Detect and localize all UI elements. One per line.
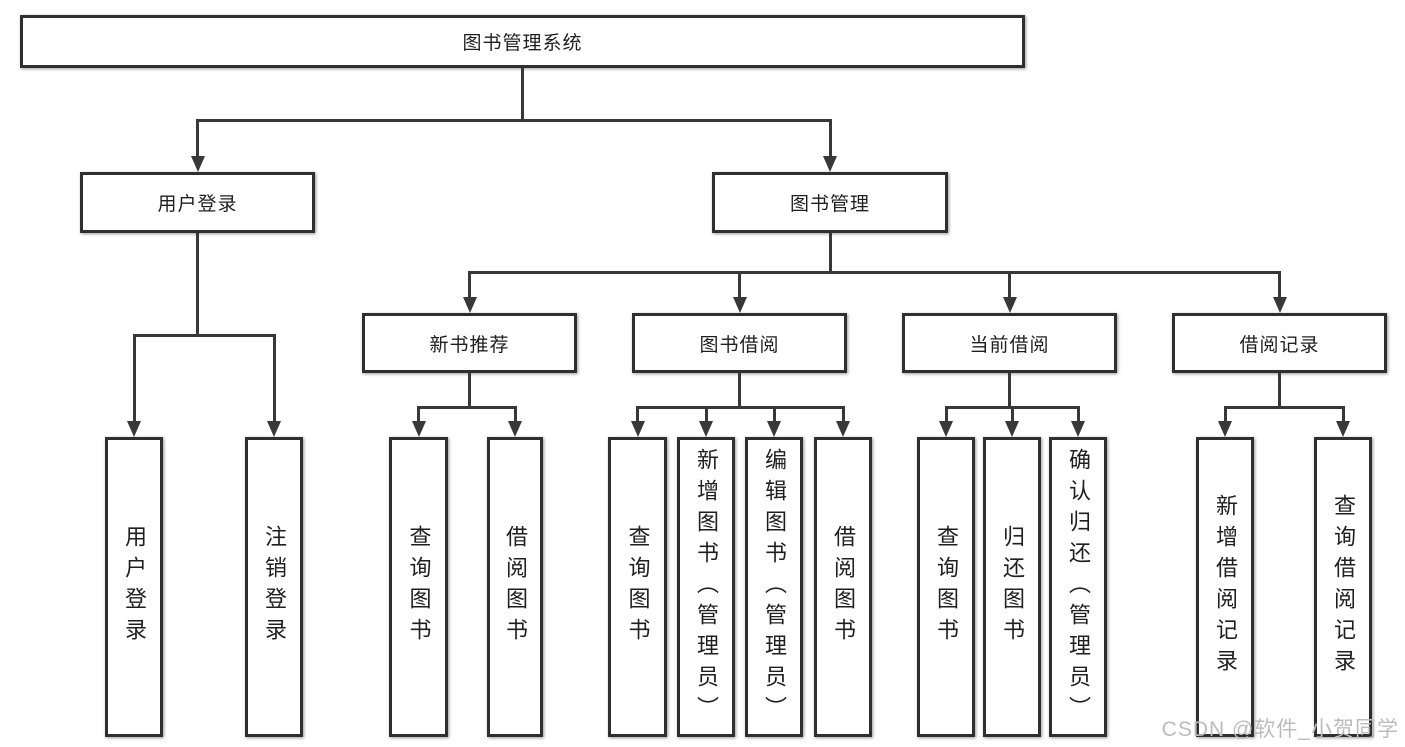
node-leaf-borrow-take: 借阅图书: [814, 437, 872, 737]
node-label-current-borrow: 当前借阅: [969, 334, 1050, 356]
connector-stub-user-login: [196, 233, 199, 335]
node-label-leaf-borrow-add: 新增图书（管理员）: [694, 447, 719, 727]
arrowhead-leaf-cur-return: [1005, 421, 1019, 437]
connector-bus-root: [196, 118, 832, 122]
connector-drop-leaf-rec-borrow: [513, 407, 517, 423]
arrowhead-leaf-cur-query: [939, 421, 953, 437]
arrowhead-book-borrow: [732, 297, 747, 313]
node-leaf-user-login: 用户登录: [105, 437, 163, 737]
arrowhead-leaf-user-login: [127, 421, 141, 437]
arrowhead-leaf-cur-confirm: [1071, 421, 1085, 437]
connector-drop-leaf-record-add: [1223, 407, 1227, 423]
connector-drop-leaf-cur-confirm: [1076, 407, 1080, 423]
node-book-mgmt: 图书管理: [712, 172, 948, 233]
node-label-leaf-logout: 注销登录: [262, 525, 287, 649]
node-label-root: 图书管理系统: [462, 33, 583, 54]
node-label-book-mgmt: 图书管理: [789, 194, 870, 215]
node-new-book-rec: 新书推荐: [362, 313, 577, 373]
arrowhead-book-mgmt: [823, 156, 837, 172]
connector-stub-book-borrow: [738, 373, 741, 407]
node-label-leaf-borrow-query: 查询图书: [625, 525, 651, 649]
arrowhead-leaf-record-add: [1218, 421, 1232, 437]
connector-stub-current-borrow: [1008, 373, 1011, 407]
node-label-book-borrow: 图书借阅: [699, 334, 780, 356]
node-leaf-rec-borrow: 借阅图书: [487, 437, 543, 737]
arrowhead-leaf-borrow-add: [699, 421, 713, 437]
connector-bus-user-login: [132, 333, 276, 337]
node-book-borrow: 图书借阅: [632, 313, 847, 373]
node-leaf-borrow-query: 查询图书: [608, 437, 667, 737]
node-current-borrow: 当前借阅: [902, 313, 1117, 373]
connector-drop-current-borrow: [1008, 272, 1011, 299]
node-label-leaf-user-login: 用户登录: [122, 525, 147, 649]
connector-bus-borrow-records: [1223, 405, 1345, 409]
connector-drop-new-book-rec: [468, 272, 471, 299]
connector-drop-book-borrow: [738, 272, 741, 299]
connector-stub-new-book-rec: [468, 373, 471, 407]
connector-drop-leaf-record-query: [1341, 407, 1345, 423]
node-label-leaf-record-add: 新增借阅记录: [1213, 494, 1238, 680]
node-leaf-logout: 注销登录: [245, 437, 303, 737]
node-leaf-cur-query: 查询图书: [917, 437, 975, 737]
node-root: 图书管理系统: [20, 15, 1025, 68]
node-label-new-book-rec: 新书推荐: [429, 334, 510, 356]
arrowhead-leaf-logout: [267, 421, 281, 437]
node-leaf-record-add: 新增借阅记录: [1196, 437, 1254, 737]
node-user-login: 用户登录: [80, 172, 315, 233]
arrowhead-current-borrow: [1002, 297, 1017, 313]
connector-bus-book-borrow: [636, 405, 845, 409]
connector-drop-borrow-records: [1278, 272, 1281, 299]
node-leaf-borrow-edit: 编辑图书（管理员）: [745, 437, 803, 737]
connector-bus-new-book-rec: [417, 405, 517, 409]
node-label-leaf-cur-query: 查询图书: [934, 525, 959, 649]
node-label-borrow-records: 借阅记录: [1239, 334, 1320, 356]
connector-drop-leaf-borrow-add: [704, 407, 708, 423]
connector-drop-leaf-user-login: [132, 335, 136, 423]
arrowhead-new-book-rec: [462, 297, 477, 313]
connector-drop-leaf-borrow-edit: [772, 407, 776, 423]
node-leaf-record-query: 查询借阅记录: [1314, 437, 1372, 737]
connector-stub-borrow-records: [1278, 373, 1281, 407]
arrowhead-user-login: [190, 156, 205, 172]
connector-drop-leaf-cur-return: [1010, 407, 1014, 423]
arrowhead-leaf-rec-query: [411, 421, 426, 437]
connector-bus-book-mgmt: [468, 270, 1281, 274]
node-leaf-rec-query: 查询图书: [389, 437, 448, 737]
csdn-watermark: CSDN @软件_小贺同学: [1161, 718, 1399, 741]
connector-drop-user-login: [196, 120, 199, 158]
connector-drop-leaf-logout: [272, 335, 276, 423]
connector-drop-leaf-borrow-query: [636, 407, 639, 423]
connector-drop-leaf-borrow-take: [841, 407, 845, 423]
arrowhead-leaf-borrow-take: [836, 421, 850, 437]
connector-drop-book-mgmt: [828, 120, 832, 158]
node-label-leaf-borrow-take: 借阅图书: [831, 525, 856, 649]
node-label-user-login: 用户登录: [157, 194, 238, 215]
node-label-leaf-borrow-edit: 编辑图书（管理员）: [762, 447, 787, 727]
node-leaf-cur-return: 归还图书: [983, 437, 1041, 737]
arrowhead-leaf-rec-borrow: [508, 421, 522, 437]
connector-stub-root: [521, 68, 524, 120]
connector-drop-leaf-rec-query: [417, 407, 420, 423]
node-leaf-borrow-add: 新增图书（管理员）: [677, 437, 735, 737]
node-label-leaf-cur-confirm: 确认归还（管理员）: [1066, 447, 1091, 727]
node-leaf-cur-confirm: 确认归还（管理员）: [1049, 437, 1107, 737]
node-borrow-records: 借阅记录: [1172, 313, 1387, 373]
connector-drop-leaf-cur-query: [944, 407, 948, 423]
node-label-leaf-record-query: 查询借阅记录: [1331, 494, 1356, 680]
node-label-leaf-rec-borrow: 借阅图书: [503, 525, 528, 649]
arrowhead-borrow-records: [1272, 297, 1287, 313]
node-label-leaf-cur-return: 归还图书: [1000, 525, 1025, 649]
arrowhead-leaf-borrow-query: [630, 421, 645, 437]
node-label-leaf-rec-query: 查询图书: [406, 525, 432, 649]
arrowhead-leaf-borrow-edit: [767, 421, 781, 437]
arrowhead-leaf-record-query: [1336, 421, 1350, 437]
connector-stub-book-mgmt: [828, 233, 832, 272]
